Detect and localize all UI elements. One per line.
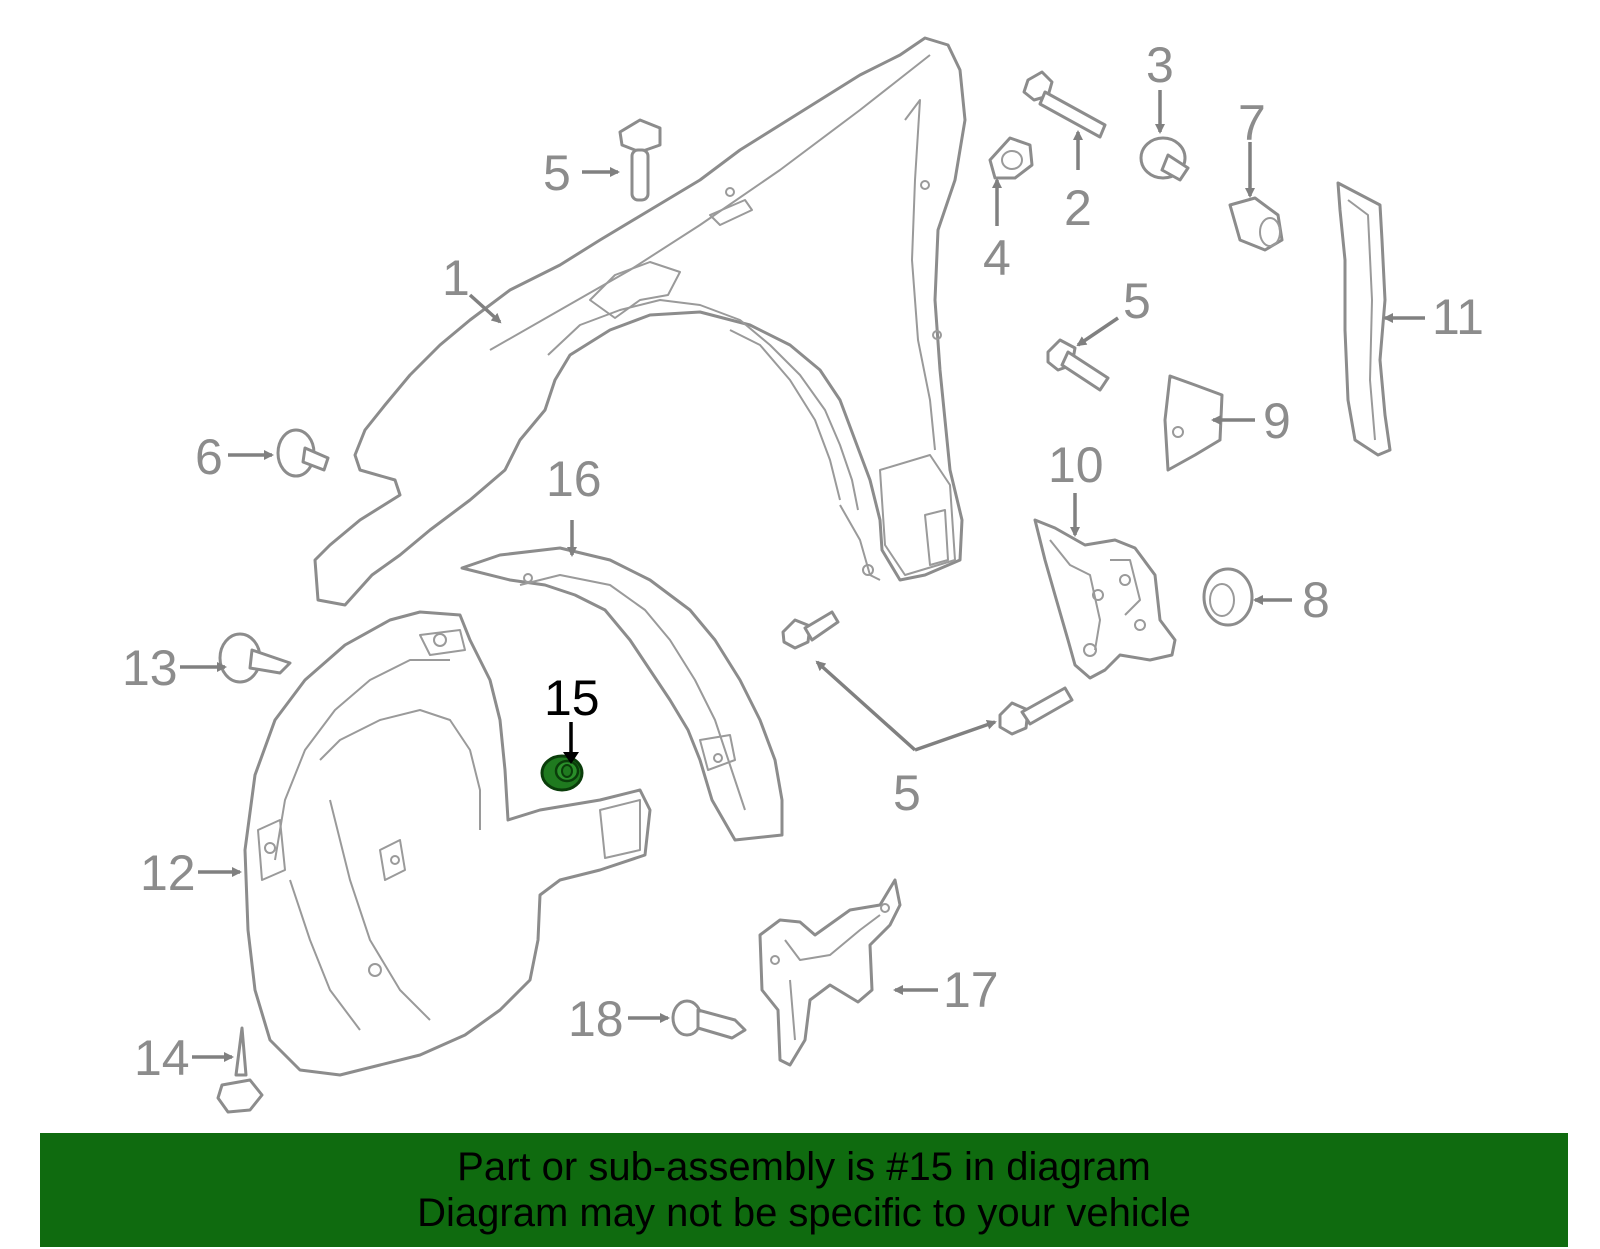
part-10-bracket[interactable] bbox=[1033, 518, 1177, 680]
banner-line-1: Part or sub-assembly is #15 in diagram bbox=[457, 1145, 1151, 1189]
callout-18: 18 bbox=[568, 991, 624, 1047]
part-17-bracket[interactable] bbox=[758, 878, 902, 1067]
callout-12: 12 bbox=[140, 845, 196, 901]
callout-7: 7 bbox=[1238, 95, 1266, 151]
callout-5-top: 5 bbox=[543, 145, 571, 201]
info-banner: Part or sub-assembly is #15 in diagram D… bbox=[40, 1133, 1568, 1247]
callout-labels: 1 2 3 4 5 5 5 6 7 8 9 10 11 12 13 14 15 … bbox=[122, 37, 1484, 1086]
callout-17: 17 bbox=[943, 962, 999, 1018]
callout-2: 2 bbox=[1064, 180, 1092, 236]
callout-10: 10 bbox=[1048, 437, 1104, 493]
callout-15: 15 bbox=[544, 670, 600, 726]
callout-1: 1 bbox=[442, 250, 470, 306]
part-12-wheelhouse-liner[interactable] bbox=[243, 610, 652, 1077]
callout-8: 8 bbox=[1302, 572, 1330, 628]
callout-5-right: 5 bbox=[1123, 273, 1151, 329]
part-7-nut[interactable] bbox=[1228, 196, 1284, 252]
part-5-bolt-lower-a[interactable] bbox=[781, 610, 840, 650]
part-11-seal-strip[interactable] bbox=[1336, 181, 1392, 457]
part-14-pin[interactable] bbox=[216, 1026, 264, 1114]
part-5-bolt-lower-b[interactable] bbox=[998, 686, 1074, 736]
banner-line-2: Diagram may not be specific to your vehi… bbox=[417, 1191, 1191, 1235]
part-9-plate[interactable] bbox=[1163, 374, 1224, 472]
part-13-clip[interactable] bbox=[218, 632, 292, 684]
callout-9: 9 bbox=[1263, 393, 1291, 449]
part-3-clip[interactable] bbox=[1139, 136, 1190, 182]
part-4-clip[interactable] bbox=[988, 136, 1034, 180]
part-5-bolt-top[interactable] bbox=[618, 118, 662, 202]
leader-lines bbox=[180, 90, 1425, 1062]
part-2-bolt[interactable] bbox=[1022, 70, 1107, 139]
callout-16: 16 bbox=[546, 451, 602, 507]
callout-6: 6 bbox=[195, 429, 223, 485]
callout-13: 13 bbox=[122, 640, 178, 696]
callout-11: 11 bbox=[1432, 289, 1484, 345]
part-8-nut[interactable] bbox=[1202, 567, 1254, 627]
callout-14: 14 bbox=[134, 1030, 190, 1086]
callout-3: 3 bbox=[1146, 37, 1174, 93]
part-18-screw[interactable] bbox=[671, 999, 747, 1040]
part-16-arch-liner[interactable] bbox=[460, 546, 784, 842]
part-6-clip[interactable] bbox=[276, 428, 330, 478]
callout-4: 4 bbox=[983, 230, 1011, 286]
callout-5-bottom: 5 bbox=[893, 765, 921, 821]
part-1-fender-apron[interactable] bbox=[313, 36, 967, 607]
part-15-nut[interactable] bbox=[540, 754, 584, 792]
part-5-bolt-right[interactable] bbox=[1046, 338, 1110, 392]
